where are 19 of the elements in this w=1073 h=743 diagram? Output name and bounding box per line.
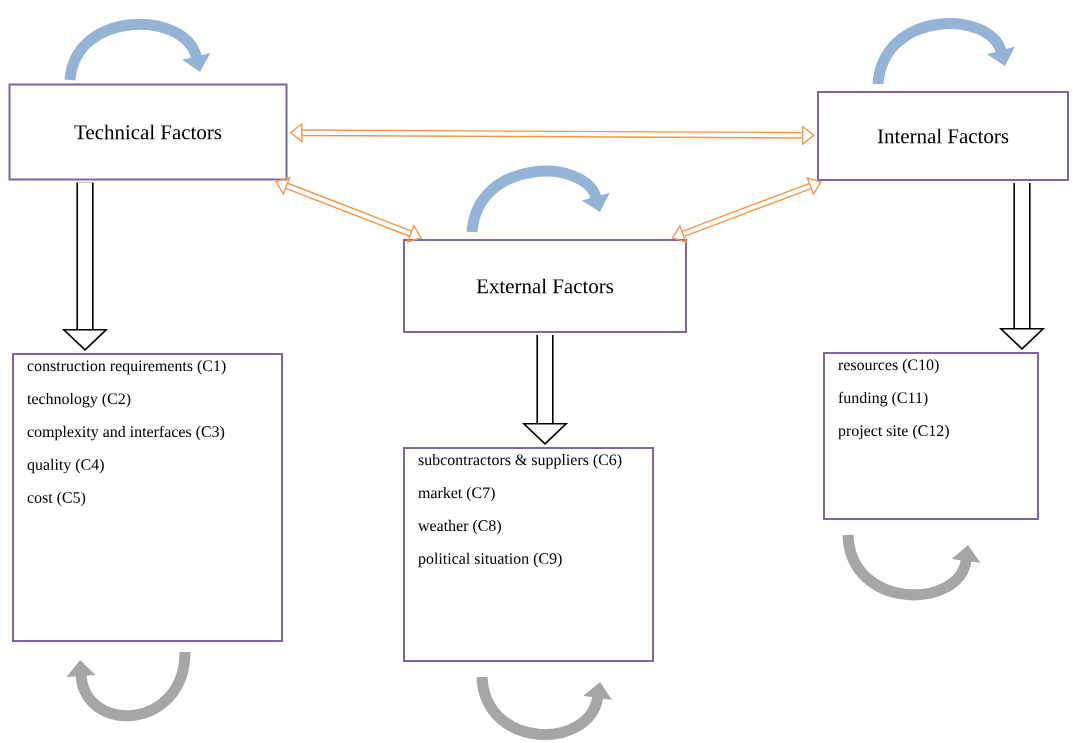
list-item: cost (C5)	[27, 491, 86, 507]
criteria-box	[12, 353, 283, 642]
criteria-box	[823, 352, 1039, 520]
list-item: subcontractors & suppliers (C6)	[418, 454, 622, 469]
list-item: market (C7)	[418, 486, 495, 502]
list-item: weather (C8)	[418, 519, 501, 535]
criteria-box	[403, 447, 654, 662]
list-item: political situation (C9)	[418, 552, 562, 568]
factor-box: External Factors	[403, 239, 687, 333]
factor-box: Technical Factors	[8, 83, 288, 181]
list-item: construction requirements (C1)	[27, 360, 226, 375]
factor-box: Internal Factors	[817, 91, 1069, 181]
list-item: resources (C10)	[838, 359, 939, 374]
list-item: funding (C11)	[838, 391, 928, 407]
list-item: project site (C12)	[838, 424, 949, 440]
arrow	[671, 176, 822, 244]
list-item: technology (C2)	[27, 392, 131, 408]
list-item: quality (C4)	[27, 458, 104, 474]
list-item: complexity and interfaces (C3)	[27, 425, 225, 441]
